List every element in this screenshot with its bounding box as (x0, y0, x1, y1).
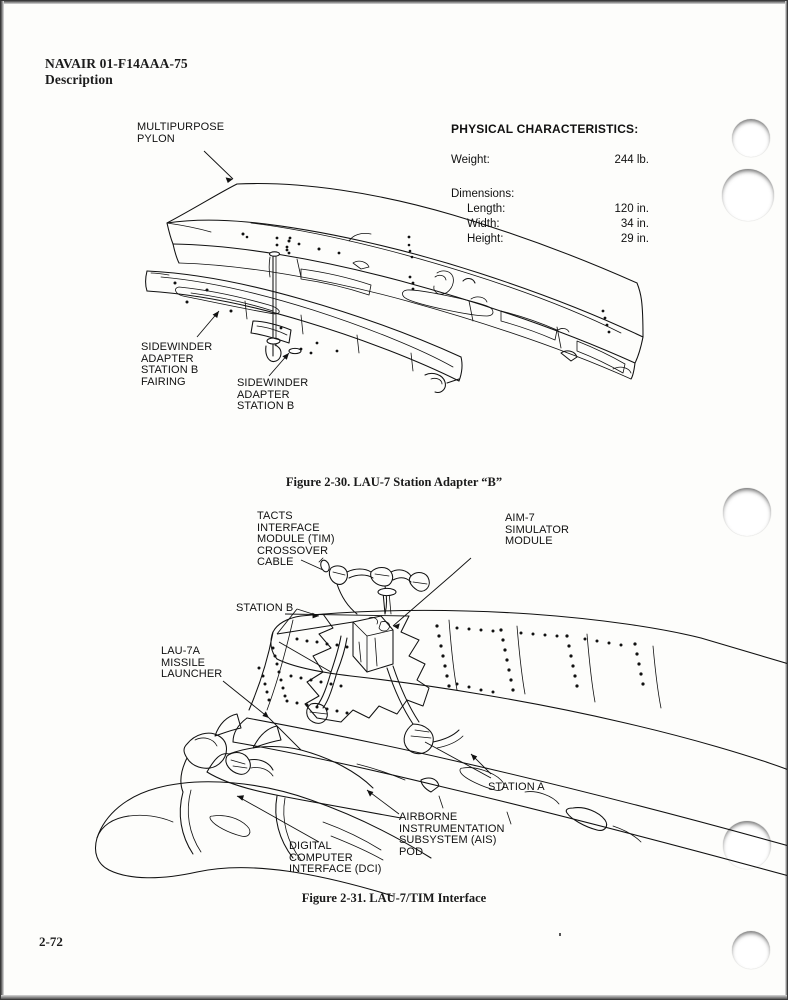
spec-label-weight: Weight: (451, 154, 490, 166)
spec-value-weight: 244 lb. (614, 154, 649, 166)
callout-digital-computer-interface: DIGITAL COMPUTER INTERFACE (DCI) (289, 840, 382, 876)
scan-edge-bottom (1, 995, 787, 999)
spec-label-height: Height: (467, 233, 504, 245)
document-header-title: NAVAIR 01-F14AAA-75 (45, 56, 188, 71)
callout-sidewinder-adapter-station-b-fairing: SIDEWINDER ADAPTER STATION B FAIRING (141, 341, 213, 388)
spec-value-length: 120 in. (614, 203, 649, 215)
figure-2-30-illustration (144, 150, 644, 393)
figure-2-31-caption: Figure 2-31. LAU-7/TIM Interface (301, 891, 487, 905)
binder-hole (732, 119, 770, 157)
figure-2-31-illustration (94, 557, 787, 897)
binder-hole (723, 821, 771, 869)
spec-label-length: Length: (467, 203, 506, 215)
binder-hole (732, 931, 770, 969)
specs-title: PHYSICAL CHARACTERISTICS: (451, 122, 639, 136)
callout-aim7-simulator-module: AIM-7 SIMULATOR MODULE (505, 512, 570, 548)
callout-multipurpose-pylon: MULTIPURPOSE PYLON (137, 121, 225, 145)
callout-station-a: STATION A (488, 781, 545, 793)
spec-value-width: 34 in. (620, 218, 649, 230)
callout-station-b: STATION B (236, 602, 294, 614)
callout-ais-pod: AIRBORNE INSTRUMENTATION SUBSYSTEM (AIS)… (399, 811, 505, 858)
binder-hole (723, 488, 771, 536)
figure-2-30-caption: Figure 2-30. LAU-7 Station Adapter “B” (285, 475, 503, 489)
document-header-section: Description (45, 72, 113, 87)
page-number: 2-72 (39, 934, 63, 949)
spec-label-dimensions: Dimensions: (451, 188, 515, 200)
callout-lau-7a-missile-launcher: LAU-7A MISSILE LAUNCHER (161, 645, 223, 681)
binder-hole (722, 169, 774, 221)
callout-tacts-interface-module: TACTS INTERFACE MODULE (TIM) CROSSOVER C… (257, 510, 335, 569)
callout-sidewinder-adapter-station-b: SIDEWINDER ADAPTER STATION B (237, 377, 309, 413)
scan-artifact (559, 933, 561, 936)
spec-value-height: 29 in. (620, 233, 649, 245)
